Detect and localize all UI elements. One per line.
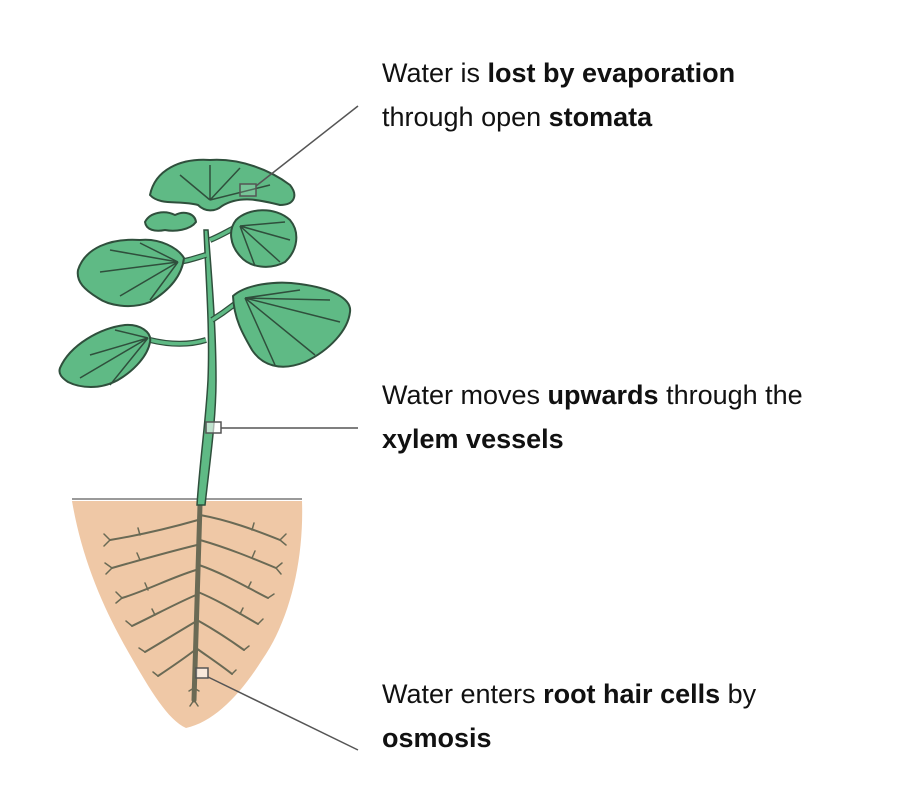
text-fragment: Water is bbox=[382, 58, 488, 88]
evaporation-label-line1: Water is lost by evaporation bbox=[382, 51, 735, 95]
text-fragment: by bbox=[720, 679, 757, 709]
soil-region bbox=[72, 501, 303, 728]
leaf-left-mid bbox=[76, 238, 185, 308]
root-system bbox=[103, 502, 287, 707]
osmosis-label-line2: osmosis bbox=[382, 716, 756, 760]
text-emphasis: osmosis bbox=[382, 723, 492, 753]
stomata-leader-line bbox=[255, 105, 359, 187]
leaf-left-lower bbox=[58, 323, 152, 388]
text-emphasis: lost by evaporation bbox=[487, 58, 736, 88]
text-emphasis: xylem vessels bbox=[382, 424, 564, 454]
leaf-right-lower bbox=[232, 281, 352, 368]
text-emphasis: stomata bbox=[548, 102, 653, 132]
osmosis-label: Water enters root hair cells by osmosis bbox=[382, 672, 756, 760]
root-hair-leader-line bbox=[207, 676, 359, 751]
root-hair-marker-box bbox=[195, 667, 209, 679]
xylem-label-line2: xylem vessels bbox=[382, 417, 803, 461]
leaf-small-left bbox=[144, 211, 197, 232]
leaf-top bbox=[149, 158, 296, 212]
text-fragment: through the bbox=[658, 380, 803, 410]
text-fragment: Water enters bbox=[382, 679, 544, 709]
evaporation-label: Water is lost by evaporation through ope… bbox=[382, 51, 735, 139]
text-emphasis: upwards bbox=[547, 380, 659, 410]
xylem-label-line1: Water moves upwards through the bbox=[382, 373, 803, 417]
leaf-right-upper bbox=[230, 209, 298, 268]
text-emphasis: root hair cells bbox=[543, 679, 721, 709]
evaporation-label-line2: through open stomata bbox=[382, 95, 735, 139]
pointer-lines bbox=[195, 105, 359, 751]
xylem-label: Water moves upwards through the xylem ve… bbox=[382, 373, 803, 461]
stomata-marker-box bbox=[239, 183, 257, 197]
soil-block bbox=[72, 498, 303, 728]
text-fragment: Water moves bbox=[382, 380, 548, 410]
plant-leaves bbox=[58, 158, 352, 388]
xylem-marker-box bbox=[205, 421, 222, 434]
text-fragment: through open bbox=[382, 102, 549, 132]
osmosis-label-line1: Water enters root hair cells by bbox=[382, 672, 756, 716]
